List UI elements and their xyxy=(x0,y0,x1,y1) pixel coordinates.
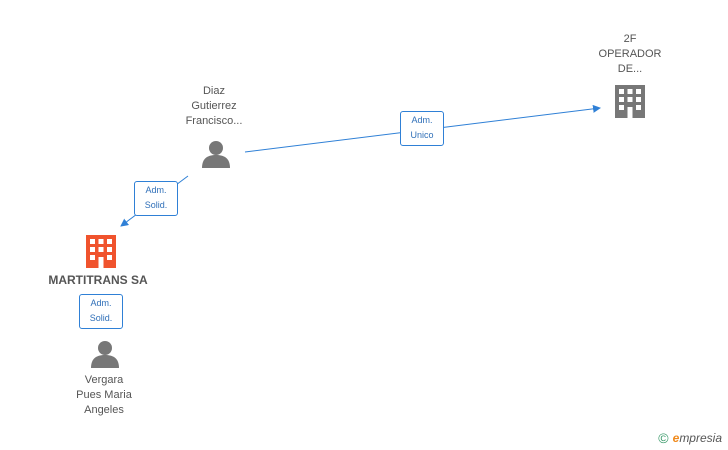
building-icon[interactable] xyxy=(86,235,116,268)
building-icon[interactable] xyxy=(615,85,645,118)
company-2f-label[interactable]: 2F OPERADOR DE... xyxy=(598,33,662,75)
edge-badge-line1: Adm. xyxy=(90,298,112,308)
edge-badge-adm-solid[interactable]: Adm. Solid. xyxy=(134,181,178,216)
person-diaz-label[interactable]: Diaz Gutierrez Francisco... xyxy=(185,85,243,127)
edge-badge-line1: Adm. xyxy=(145,185,167,195)
edge-badge-adm-unico[interactable]: Adm. Unico xyxy=(400,111,444,146)
edge-badge-line2: Solid. xyxy=(144,200,168,210)
empresia-watermark: © empresia xyxy=(658,430,722,446)
person-icon[interactable] xyxy=(202,141,230,168)
person-vergara-label[interactable]: Vergara Pues Maria Angeles xyxy=(76,374,132,416)
company-martitrans-label[interactable]: MARTITRANS SA xyxy=(48,273,148,287)
edge-badge-line1: Adm. xyxy=(411,115,433,125)
person-icon[interactable] xyxy=(91,341,119,368)
edge-badge-adm-solid[interactable]: Adm. Solid. xyxy=(79,294,123,329)
edge-badge-line2: Solid. xyxy=(89,313,113,323)
brand-logo: empresia xyxy=(672,431,722,445)
edge-badge-line2: Unico xyxy=(410,130,434,140)
copyright-icon: © xyxy=(658,430,669,446)
